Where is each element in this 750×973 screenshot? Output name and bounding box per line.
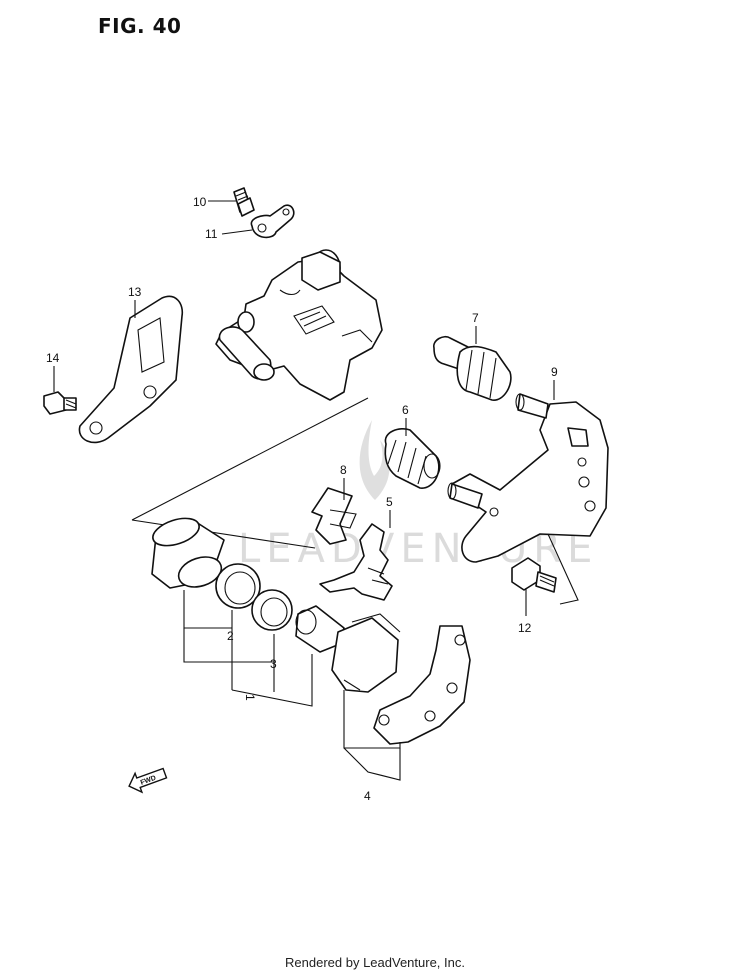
footer-credit: Rendered by LeadVenture, Inc. bbox=[285, 955, 465, 970]
callout-5: 5 bbox=[386, 495, 393, 509]
support-bracket-bolt bbox=[511, 557, 557, 593]
figure-title: FIG. 40 bbox=[98, 14, 182, 38]
watermark-flame-icon bbox=[359, 420, 390, 500]
callout-10: 10 bbox=[193, 195, 207, 209]
callout-13: 13 bbox=[128, 285, 142, 299]
piston-seal bbox=[215, 563, 261, 609]
bracket-bolt bbox=[43, 391, 77, 415]
callout-8: 8 bbox=[340, 463, 347, 477]
bracket-plate bbox=[78, 295, 184, 444]
callout-9: 9 bbox=[551, 365, 558, 379]
pad-shim-plate bbox=[373, 625, 471, 745]
callout-11: 11 bbox=[205, 227, 218, 241]
piston bbox=[151, 517, 225, 589]
caliper-support-bracket bbox=[447, 393, 609, 563]
pin-boot bbox=[384, 428, 441, 489]
pad-spring bbox=[311, 487, 357, 545]
callout-14: 14 bbox=[46, 351, 60, 365]
slide-pin bbox=[433, 335, 512, 401]
callout-7: 7 bbox=[472, 311, 479, 325]
dust-seal bbox=[251, 589, 293, 631]
forward-arrow: FWD bbox=[128, 767, 168, 794]
callout-4: 4 bbox=[364, 789, 371, 803]
leader-lines bbox=[53, 200, 579, 781]
bleeder-screw bbox=[233, 187, 255, 217]
brake-pad bbox=[331, 613, 401, 693]
bleeder-cap bbox=[250, 204, 295, 239]
callout-6: 6 bbox=[402, 403, 409, 417]
callout-labels: 10 11 13 14 7 6 9 8 5 12 2 3 1 4 bbox=[46, 195, 558, 803]
callout-3: 3 bbox=[270, 657, 277, 671]
callout-12: 12 bbox=[518, 621, 532, 635]
callout-2: 2 bbox=[227, 629, 234, 643]
pad-retainer bbox=[319, 523, 393, 601]
fwd-arrow-icon bbox=[128, 767, 168, 794]
caliper-body bbox=[215, 249, 383, 401]
callout-1: 1 bbox=[243, 694, 257, 701]
